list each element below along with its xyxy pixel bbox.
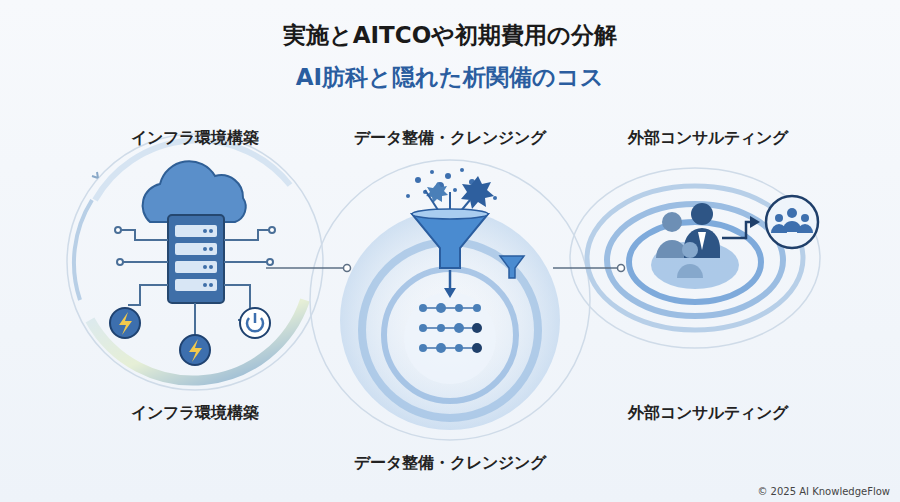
item-footer: インフラ環境構築 xyxy=(124,403,266,424)
title: 実施とAITCOや初期費用の分解 xyxy=(0,20,900,51)
consulting-illustration xyxy=(570,168,820,348)
item-heading: インフラ環境構築 xyxy=(124,128,266,149)
cost-item-node: データ整備・クレンジングデータ整備・クレンジング xyxy=(347,128,553,474)
item-footer: データ整備・クレンジング xyxy=(347,453,553,474)
item-heading: データ整備・クレンジング xyxy=(347,128,553,149)
data-illustration xyxy=(310,160,590,440)
cost-item-node: 外部コンサルティング外部コンサルティング xyxy=(621,128,795,424)
connector xyxy=(266,265,351,272)
item-heading: 外部コンサルティング xyxy=(621,128,795,149)
subtitle: AI肪科と隠れた析関備のコス xyxy=(0,62,900,93)
copyright-note: © 2025 AI KnowledgeFlow xyxy=(757,486,890,497)
item-footer: 外部コンサルティング xyxy=(621,403,795,424)
infra-illustration xyxy=(67,134,323,390)
connector xyxy=(553,265,625,272)
cost-item-node: インフラ環境構築インフラ環境構築 xyxy=(124,128,266,424)
